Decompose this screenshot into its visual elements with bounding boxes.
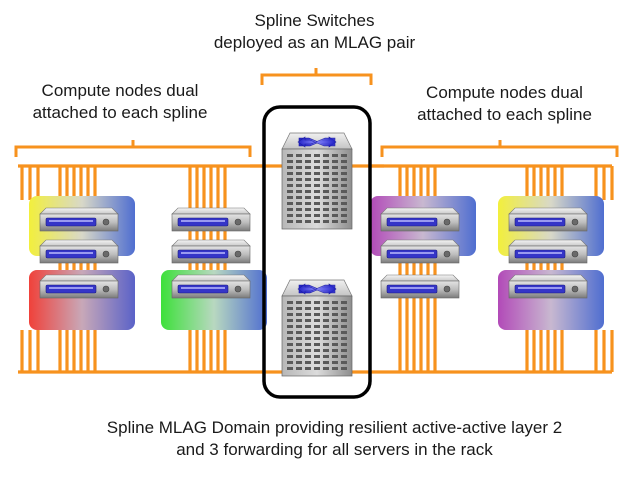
switch-arrows-icon <box>297 136 337 148</box>
right-server-stack-2-server-1 <box>508 207 588 232</box>
left-server-stack-2-server-2 <box>171 239 251 264</box>
mlag-domain-box <box>262 105 372 399</box>
title-line-2: deployed as an MLAG pair <box>213 33 416 52</box>
right-server-stack-1-server-2 <box>380 239 460 264</box>
right-group-label-line-2: attached to each spline <box>417 105 592 124</box>
right-server-stack-1-server-1 <box>380 207 460 232</box>
right-bracket <box>380 140 619 157</box>
right-server-stack-2-server-3 <box>508 274 588 299</box>
spline-switch-2 <box>281 279 353 377</box>
left-server-stack-1-server-3 <box>39 274 119 299</box>
top-bracket <box>260 68 373 85</box>
left-server-stack-2-server-3 <box>171 274 251 299</box>
caption-line-2: and 3 forwarding for all servers in the … <box>176 440 493 459</box>
left-server-stack-2-server-1 <box>171 207 251 232</box>
switch-arrows-icon <box>297 283 337 295</box>
left-group-label-line-1: Compute nodes dual <box>41 81 199 100</box>
right-server-stack-2-server-2 <box>508 239 588 264</box>
caption-line-1: Spline MLAG Domain providing resilient a… <box>106 418 563 437</box>
left-bracket <box>14 140 252 157</box>
left-server-stack-1-server-2 <box>39 239 119 264</box>
left-server-stack-1-server-1 <box>39 207 119 232</box>
spline-switches <box>281 132 353 377</box>
right-group-label-line-1: Compute nodes dual <box>426 83 583 102</box>
spline-switch-1 <box>281 132 353 230</box>
title-line-1: Spline Switches <box>254 11 375 30</box>
left-group-label-line-2: attached to each spline <box>32 103 208 122</box>
server-stacks <box>39 207 588 299</box>
right-server-stack-1-server-3 <box>380 274 460 299</box>
